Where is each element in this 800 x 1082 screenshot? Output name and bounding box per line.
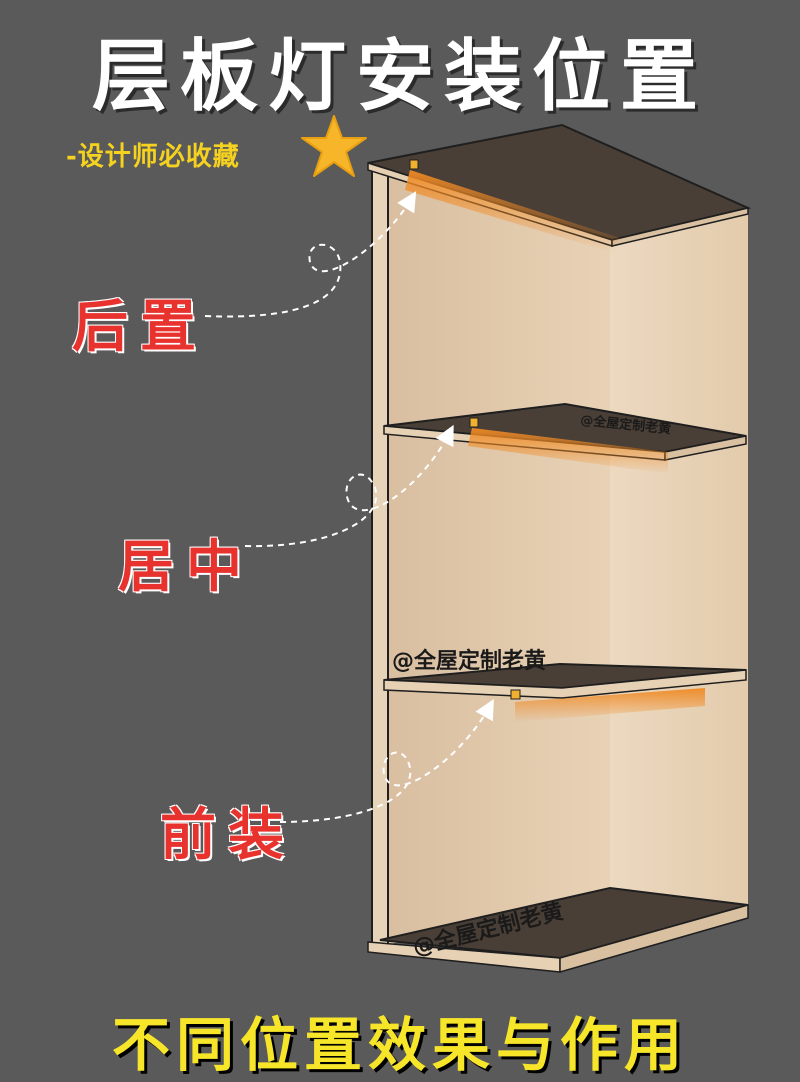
lower-shelf-front [383, 669, 747, 699]
footer-caption: 不同位置效果与作用 [111, 1011, 688, 1079]
dashed-arrow-icon [244, 424, 454, 548]
star-icon [301, 115, 367, 177]
label-front: 前装 [160, 803, 296, 868]
dashed-arrow-icon [204, 191, 417, 318]
cabinet-side-panel [610, 210, 748, 910]
rear-light-fixture [409, 159, 419, 170]
subtitle: -设计师必收藏 [66, 142, 240, 172]
cabinet-left-edge [371, 158, 389, 952]
label-rear: 后置 [72, 295, 208, 360]
label-middle: 居中 [118, 535, 254, 600]
front-light-strip [515, 688, 705, 722]
rear-light-strip [405, 170, 620, 252]
bottom-panel-side [559, 904, 749, 973]
middle-light-fixture [469, 417, 479, 428]
page-title: 层板灯安装位置 [91, 32, 708, 122]
dashed-arrow-icon [279, 699, 494, 823]
middle-light-strip [468, 428, 668, 474]
watermark-lower-shelf: @全屋定制老黄 [392, 648, 546, 674]
cabinet-back-panel [385, 165, 610, 945]
front-light-fixture [510, 689, 521, 700]
